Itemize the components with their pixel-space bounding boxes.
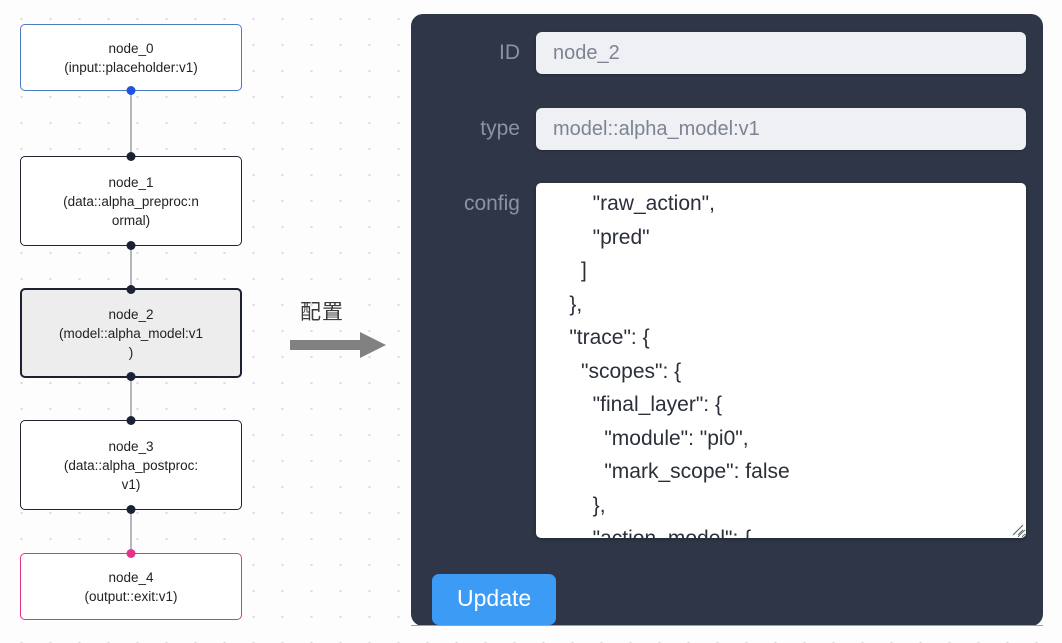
form-row-config: config "raw_action", "pred" ] }, "trace"… [411, 183, 1043, 538]
node-handle-source[interactable] [126, 505, 136, 514]
node-handle-target[interactable] [126, 416, 136, 425]
node-title: node_3 [108, 438, 154, 454]
node-title: node_2 [108, 306, 154, 322]
node-handle-target[interactable] [126, 285, 136, 294]
config-textarea-wrapper: "raw_action", "pred" ] }, "trace": { "sc… [536, 183, 1026, 538]
node-subtitle: (data::alpha_postproc: v1) [63, 457, 199, 492]
update-button[interactable]: Update [432, 574, 557, 625]
node-config-panel: ID type config "raw_action", "pred" ] },… [411, 14, 1043, 626]
flow-graph-canvas[interactable]: node_0 (input::placeholder:v1) node_1 (d… [0, 0, 285, 643]
node-subtitle: (output::exit:v1) [84, 588, 178, 604]
panel-bottom-divider [411, 625, 1043, 626]
edge-node0-node1 [130, 90, 132, 156]
edge-node3-node4 [130, 509, 132, 553]
annotation-group: 配置 [290, 296, 400, 366]
node-subtitle: (input::placeholder:v1) [64, 59, 198, 75]
node-handle-source[interactable] [126, 241, 136, 250]
config-field-label: config [463, 192, 520, 215]
id-field-label: ID [499, 41, 520, 64]
edge-node1-node2 [130, 245, 132, 289]
graph-node-node_2[interactable]: node_2 (model::alpha_model:v1 ) [20, 285, 242, 381]
right-arrow-icon [290, 332, 386, 358]
graph-node-node_3[interactable]: node_3 (data::alpha_postproc: v1) [20, 416, 242, 514]
node-subtitle: (model::alpha_model:v1 ) [58, 325, 204, 360]
graph-node-node_4[interactable]: node_4 (output::exit:v1) [20, 549, 242, 620]
node-handle-target[interactable] [126, 549, 136, 558]
graph-node-node_0[interactable]: node_0 (input::placeholder:v1) [20, 24, 242, 95]
annotation-label: 配置 [300, 300, 344, 324]
form-row-type: type [411, 108, 1043, 150]
node-title: node_0 [108, 40, 154, 56]
node-handle-source[interactable] [126, 86, 136, 95]
graph-node-node_1[interactable]: node_1 (data::alpha_preproc:n ormal) [20, 152, 242, 250]
edge-node2-node3 [130, 376, 132, 420]
node-handle-target[interactable] [126, 152, 136, 161]
type-input[interactable] [536, 108, 1026, 150]
id-input[interactable] [536, 32, 1026, 74]
type-field-label: type [480, 117, 520, 140]
node-title: node_1 [108, 174, 154, 190]
config-textarea[interactable]: "raw_action", "pred" ] }, "trace": { "sc… [536, 183, 1026, 538]
node-title: node_4 [108, 569, 154, 585]
node-subtitle: (data::alpha_preproc:n ormal) [63, 193, 199, 228]
node-handle-source[interactable] [126, 372, 136, 381]
form-row-id: ID [411, 32, 1043, 74]
